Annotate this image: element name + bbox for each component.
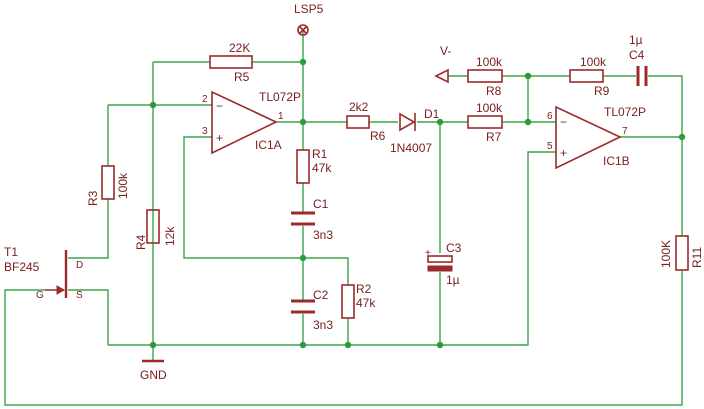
c3-plus: + [425, 248, 431, 259]
ic1b-pin7: 7 [622, 126, 628, 137]
ic1a-pin3: 3 [202, 126, 208, 137]
r5-name: R5 [234, 70, 250, 84]
r6-name: R6 [370, 129, 386, 143]
c4-name: C4 [629, 48, 645, 62]
vminus-arrow [434, 68, 449, 84]
c2-value: 3n3 [313, 318, 333, 332]
c1-value: 3n3 [313, 228, 333, 242]
t1-jfet [45, 250, 68, 298]
c4-capacitor [636, 66, 648, 86]
r3-value: 100k [116, 172, 130, 199]
lsp5-connector [297, 24, 309, 36]
junctions [149, 58, 686, 349]
d1-part: 1N4007 [390, 141, 432, 155]
r11-resistor [675, 235, 689, 271]
r4-value: 12k [163, 226, 177, 246]
ic1a-name: IC1A [255, 138, 282, 152]
c2-name: C2 [313, 288, 329, 302]
t1-source-label: S [76, 290, 83, 301]
ic1b-minus: − [560, 115, 567, 129]
c1-name: C1 [313, 197, 329, 211]
wires [4, 30, 683, 406]
ic1b-name: IC1B [603, 154, 630, 168]
gnd-label: GND [140, 368, 167, 382]
r9-name: R9 [594, 84, 610, 98]
ic1a-pin2: 2 [202, 94, 208, 105]
ic1b-part: TL072P [604, 105, 646, 119]
r6-resistor [346, 115, 370, 129]
r11-value: 100K [659, 240, 673, 268]
d1-diode [399, 112, 416, 132]
r5-resistor [209, 55, 253, 69]
r6-value: 2k2 [349, 100, 369, 114]
ic1b-plus: + [560, 146, 567, 160]
c1-capacitor [291, 211, 315, 226]
c3-name: C3 [446, 241, 462, 255]
c2-capacitor [291, 299, 315, 314]
ic1a-opamp [211, 90, 278, 155]
r7-resistor [467, 115, 503, 129]
d1-name: D1 [424, 107, 440, 121]
vminus-label: V- [440, 44, 451, 58]
r8-value: 100k [476, 55, 503, 69]
c3-capacitor [427, 255, 453, 272]
ic1a-pin1: 1 [278, 111, 284, 122]
r2-value: 47k [356, 296, 376, 310]
c4-value: 1µ [629, 33, 643, 47]
ic1b-pin6: 6 [547, 111, 553, 122]
r9-resistor [569, 69, 604, 83]
r3-resistor [101, 165, 115, 200]
ic1a-plus: + [216, 131, 223, 145]
r11-name: R11 [690, 247, 704, 268]
r2-name: R2 [356, 282, 372, 296]
t1-part: BF245 [4, 260, 40, 274]
ic1a-part: TL072P [259, 90, 301, 104]
ic1b-pin5: 5 [547, 141, 553, 152]
ic1b-opamp [555, 105, 622, 170]
r7-name: R7 [486, 130, 502, 144]
t1-drain-label: D [76, 260, 83, 271]
r9-value: 100k [580, 55, 607, 69]
t1-gate-label: G [36, 290, 44, 301]
r7-value: 100k [476, 101, 503, 115]
r1-value: 47k [312, 161, 332, 175]
lsp5-label: LSP5 [294, 2, 324, 16]
r3-name: R3 [86, 190, 100, 206]
r1-resistor [296, 149, 310, 184]
t1-name: T1 [4, 245, 18, 259]
r5-value: 22K [229, 41, 250, 55]
c3-value: 1µ [446, 273, 460, 287]
ic1a-minus: − [216, 99, 223, 113]
r2-resistor [341, 284, 355, 319]
r8-resistor [467, 69, 503, 83]
r4-name: R4 [134, 234, 148, 250]
r8-name: R8 [486, 84, 502, 98]
r1-name: R1 [312, 147, 328, 161]
r4-resistor [146, 209, 160, 244]
